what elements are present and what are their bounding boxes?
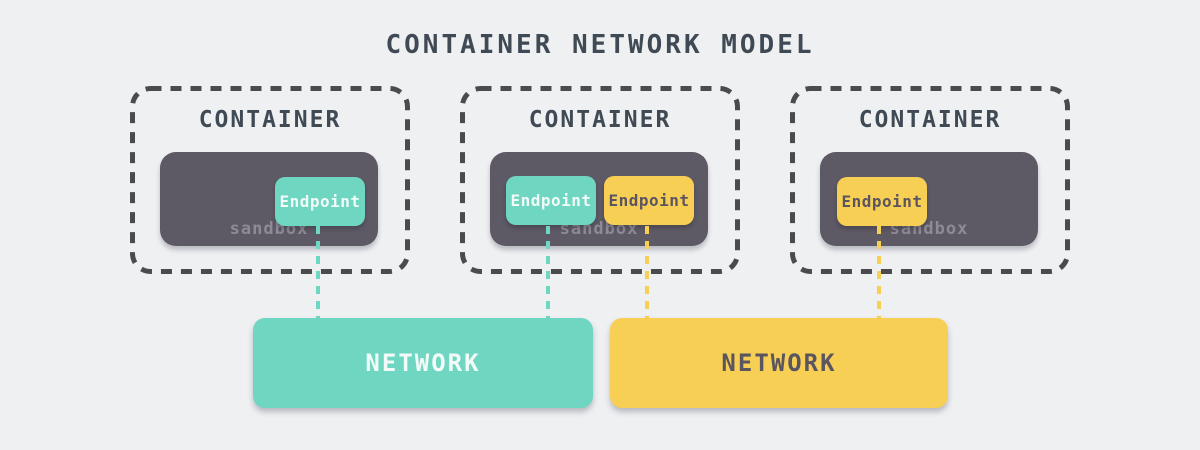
dashed-border: [460, 86, 740, 274]
diagram-title: CONTAINER NETWORK MODEL: [385, 30, 815, 60]
container-box-2: CONTAINER sandbox Endpoint Endpoint: [460, 86, 740, 274]
container-box-3: CONTAINER sandbox Endpoint: [790, 86, 1070, 274]
endpoint-box: Endpoint: [837, 177, 927, 226]
container-box-1: CONTAINER sandbox Endpoint: [130, 86, 410, 274]
container-label: CONTAINER: [198, 107, 342, 133]
connector-line-yellow-1: [645, 226, 649, 318]
endpoint-box: Endpoint: [604, 176, 694, 225]
container-label: CONTAINER: [858, 107, 1002, 133]
dashed-border: [130, 86, 410, 274]
network-box-yellow: NETWORK: [610, 318, 948, 408]
endpoint-box: Endpoint: [275, 177, 365, 226]
container-label: CONTAINER: [528, 107, 672, 133]
connector-line-teal-2: [546, 226, 550, 318]
connector-line-teal-1: [316, 226, 320, 318]
sandbox-box: sandbox: [160, 152, 378, 246]
connector-line-yellow-2: [877, 226, 881, 318]
dashed-border: [790, 86, 1070, 274]
endpoint-box: Endpoint: [506, 176, 596, 225]
network-box-teal: NETWORK: [253, 318, 593, 408]
